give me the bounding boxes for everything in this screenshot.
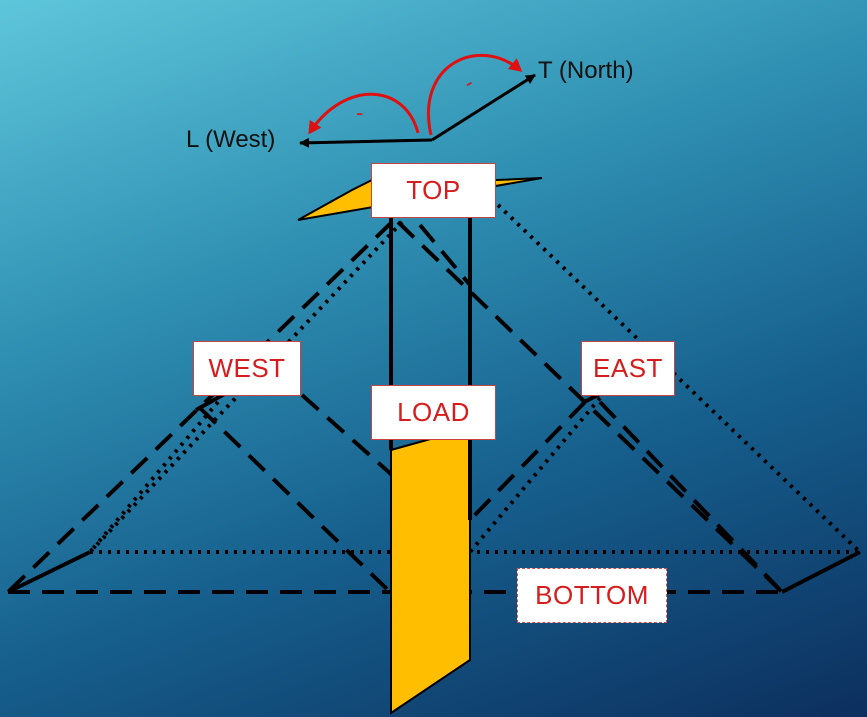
top-label: TOP (371, 163, 496, 218)
west-strut-a (198, 406, 392, 594)
outer-right-dashed-edge (396, 220, 784, 594)
bottom-left-edge (7, 550, 91, 594)
west-axis-line (299, 137, 433, 148)
east-strut-a (468, 396, 602, 554)
east-strut-b (468, 400, 587, 522)
west-axis-label: L (West) (186, 126, 276, 153)
west-rotation-sign: - (356, 100, 364, 125)
bottom-label: BOTTOM (517, 568, 667, 623)
inner-top-right-dashed-edge (418, 223, 472, 287)
outer-right-dotted-edge (496, 203, 862, 554)
west-label: WEST (193, 341, 301, 396)
axis-system (299, 53, 536, 148)
north-rotation-arrow (427, 53, 523, 136)
east-label: EAST (581, 341, 675, 396)
inner-left-dashed-edge (300, 393, 394, 477)
load-label: LOAD (371, 385, 496, 440)
west-strut-c (88, 400, 220, 554)
load-plate (390, 426, 471, 715)
bottom-right-edge (781, 550, 861, 594)
east-strut-d (598, 400, 784, 594)
north-axis-label: T (North) (538, 57, 634, 84)
outer-left-dashed-edge (6, 220, 394, 594)
north-axis-line (431, 73, 536, 142)
west-rotation-arrow (308, 92, 420, 135)
